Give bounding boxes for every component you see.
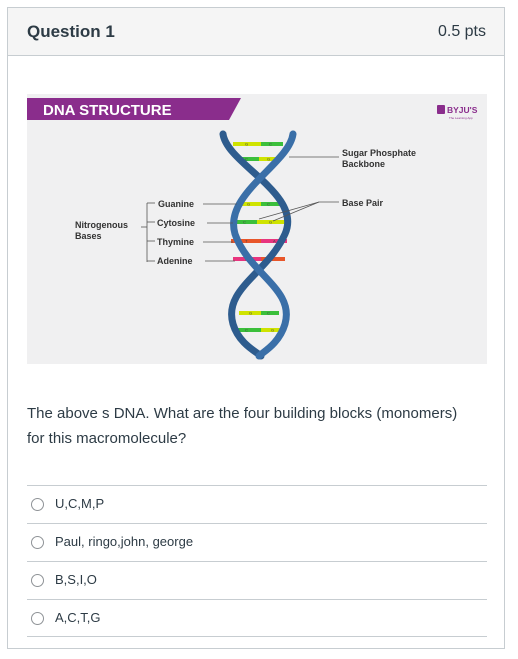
answer-label: Paul, ringo,john, george xyxy=(55,534,194,549)
svg-text:Sugar Phosphate: Sugar Phosphate xyxy=(342,148,416,158)
question-text: The above s DNA. What are the four build… xyxy=(27,405,458,447)
svg-text:C: C xyxy=(243,220,246,225)
svg-text:C: C xyxy=(267,311,270,316)
backbone-strand-1 xyxy=(219,130,292,360)
svg-text:G: G xyxy=(249,311,252,316)
svg-text:G: G xyxy=(247,202,250,207)
answer-label: U,C,M,P xyxy=(55,496,105,511)
answer-option[interactable]: A,C,T,G xyxy=(27,599,487,637)
backbone-and-basepair-labels: Sugar Phosphate Backbone Base Pair xyxy=(258,148,416,222)
answer-option[interactable]: Paul, ringo,john, george xyxy=(27,523,487,561)
backbone-strand-2 xyxy=(230,130,297,360)
svg-text:C: C xyxy=(245,157,248,162)
radio-button[interactable] xyxy=(31,612,44,625)
svg-text:Cytosine: Cytosine xyxy=(157,218,195,228)
svg-text:G: G xyxy=(267,157,270,162)
answer-label: A,C,T,G xyxy=(55,610,101,625)
svg-text:C: C xyxy=(267,202,270,207)
answer-option[interactable]: U,C,M,P xyxy=(27,485,487,523)
banner-background xyxy=(27,98,241,120)
svg-text:Thymine: Thymine xyxy=(157,237,194,247)
svg-text:G: G xyxy=(271,328,274,333)
question-header: Question 1 0.5 pts xyxy=(8,8,504,56)
logo-tagline: The Learning App xyxy=(449,116,473,120)
banner-title: DNA STRUCTURE xyxy=(43,102,172,119)
svg-text:Nitrogenous: Nitrogenous xyxy=(75,220,128,230)
svg-text:A: A xyxy=(273,239,276,244)
svg-text:Guanine: Guanine xyxy=(158,199,194,209)
logo-icon xyxy=(437,105,445,114)
dna-structure-image: DNA STRUCTURE BYJU'S The Learning App G C… xyxy=(27,94,487,364)
answer-label: B,S,I,O xyxy=(55,572,97,587)
logo-text: BYJU'S xyxy=(447,105,478,115)
svg-text:Base Pair: Base Pair xyxy=(342,198,384,208)
dna-diagram: DNA STRUCTURE BYJU'S The Learning App G C… xyxy=(27,98,478,360)
svg-text:Adenine: Adenine xyxy=(157,256,193,266)
radio-button[interactable] xyxy=(31,498,44,511)
radio-button[interactable] xyxy=(31,536,44,549)
svg-text:T: T xyxy=(245,239,248,244)
question-points: 0.5 pts xyxy=(437,23,486,40)
svg-text:G: G xyxy=(269,220,272,225)
answer-list: U,C,M,P Paul, ringo,john, george B,S,I,O… xyxy=(27,485,487,637)
svg-text:C: C xyxy=(269,142,272,147)
svg-text:C: C xyxy=(245,328,248,333)
question-title: Question 1 xyxy=(27,22,115,41)
svg-text:G: G xyxy=(245,142,248,147)
answer-option[interactable]: B,S,I,O xyxy=(27,561,487,599)
question-card: Question 1 0.5 pts DNA STRUCTURE BYJU'S … xyxy=(7,7,505,649)
nitrogenous-bases-labels: Nitrogenous Bases Guanine Cytosine Thymi… xyxy=(75,199,237,266)
svg-text:Bases: Bases xyxy=(75,231,102,241)
svg-text:Backbone: Backbone xyxy=(342,159,385,169)
radio-button[interactable] xyxy=(31,574,44,587)
